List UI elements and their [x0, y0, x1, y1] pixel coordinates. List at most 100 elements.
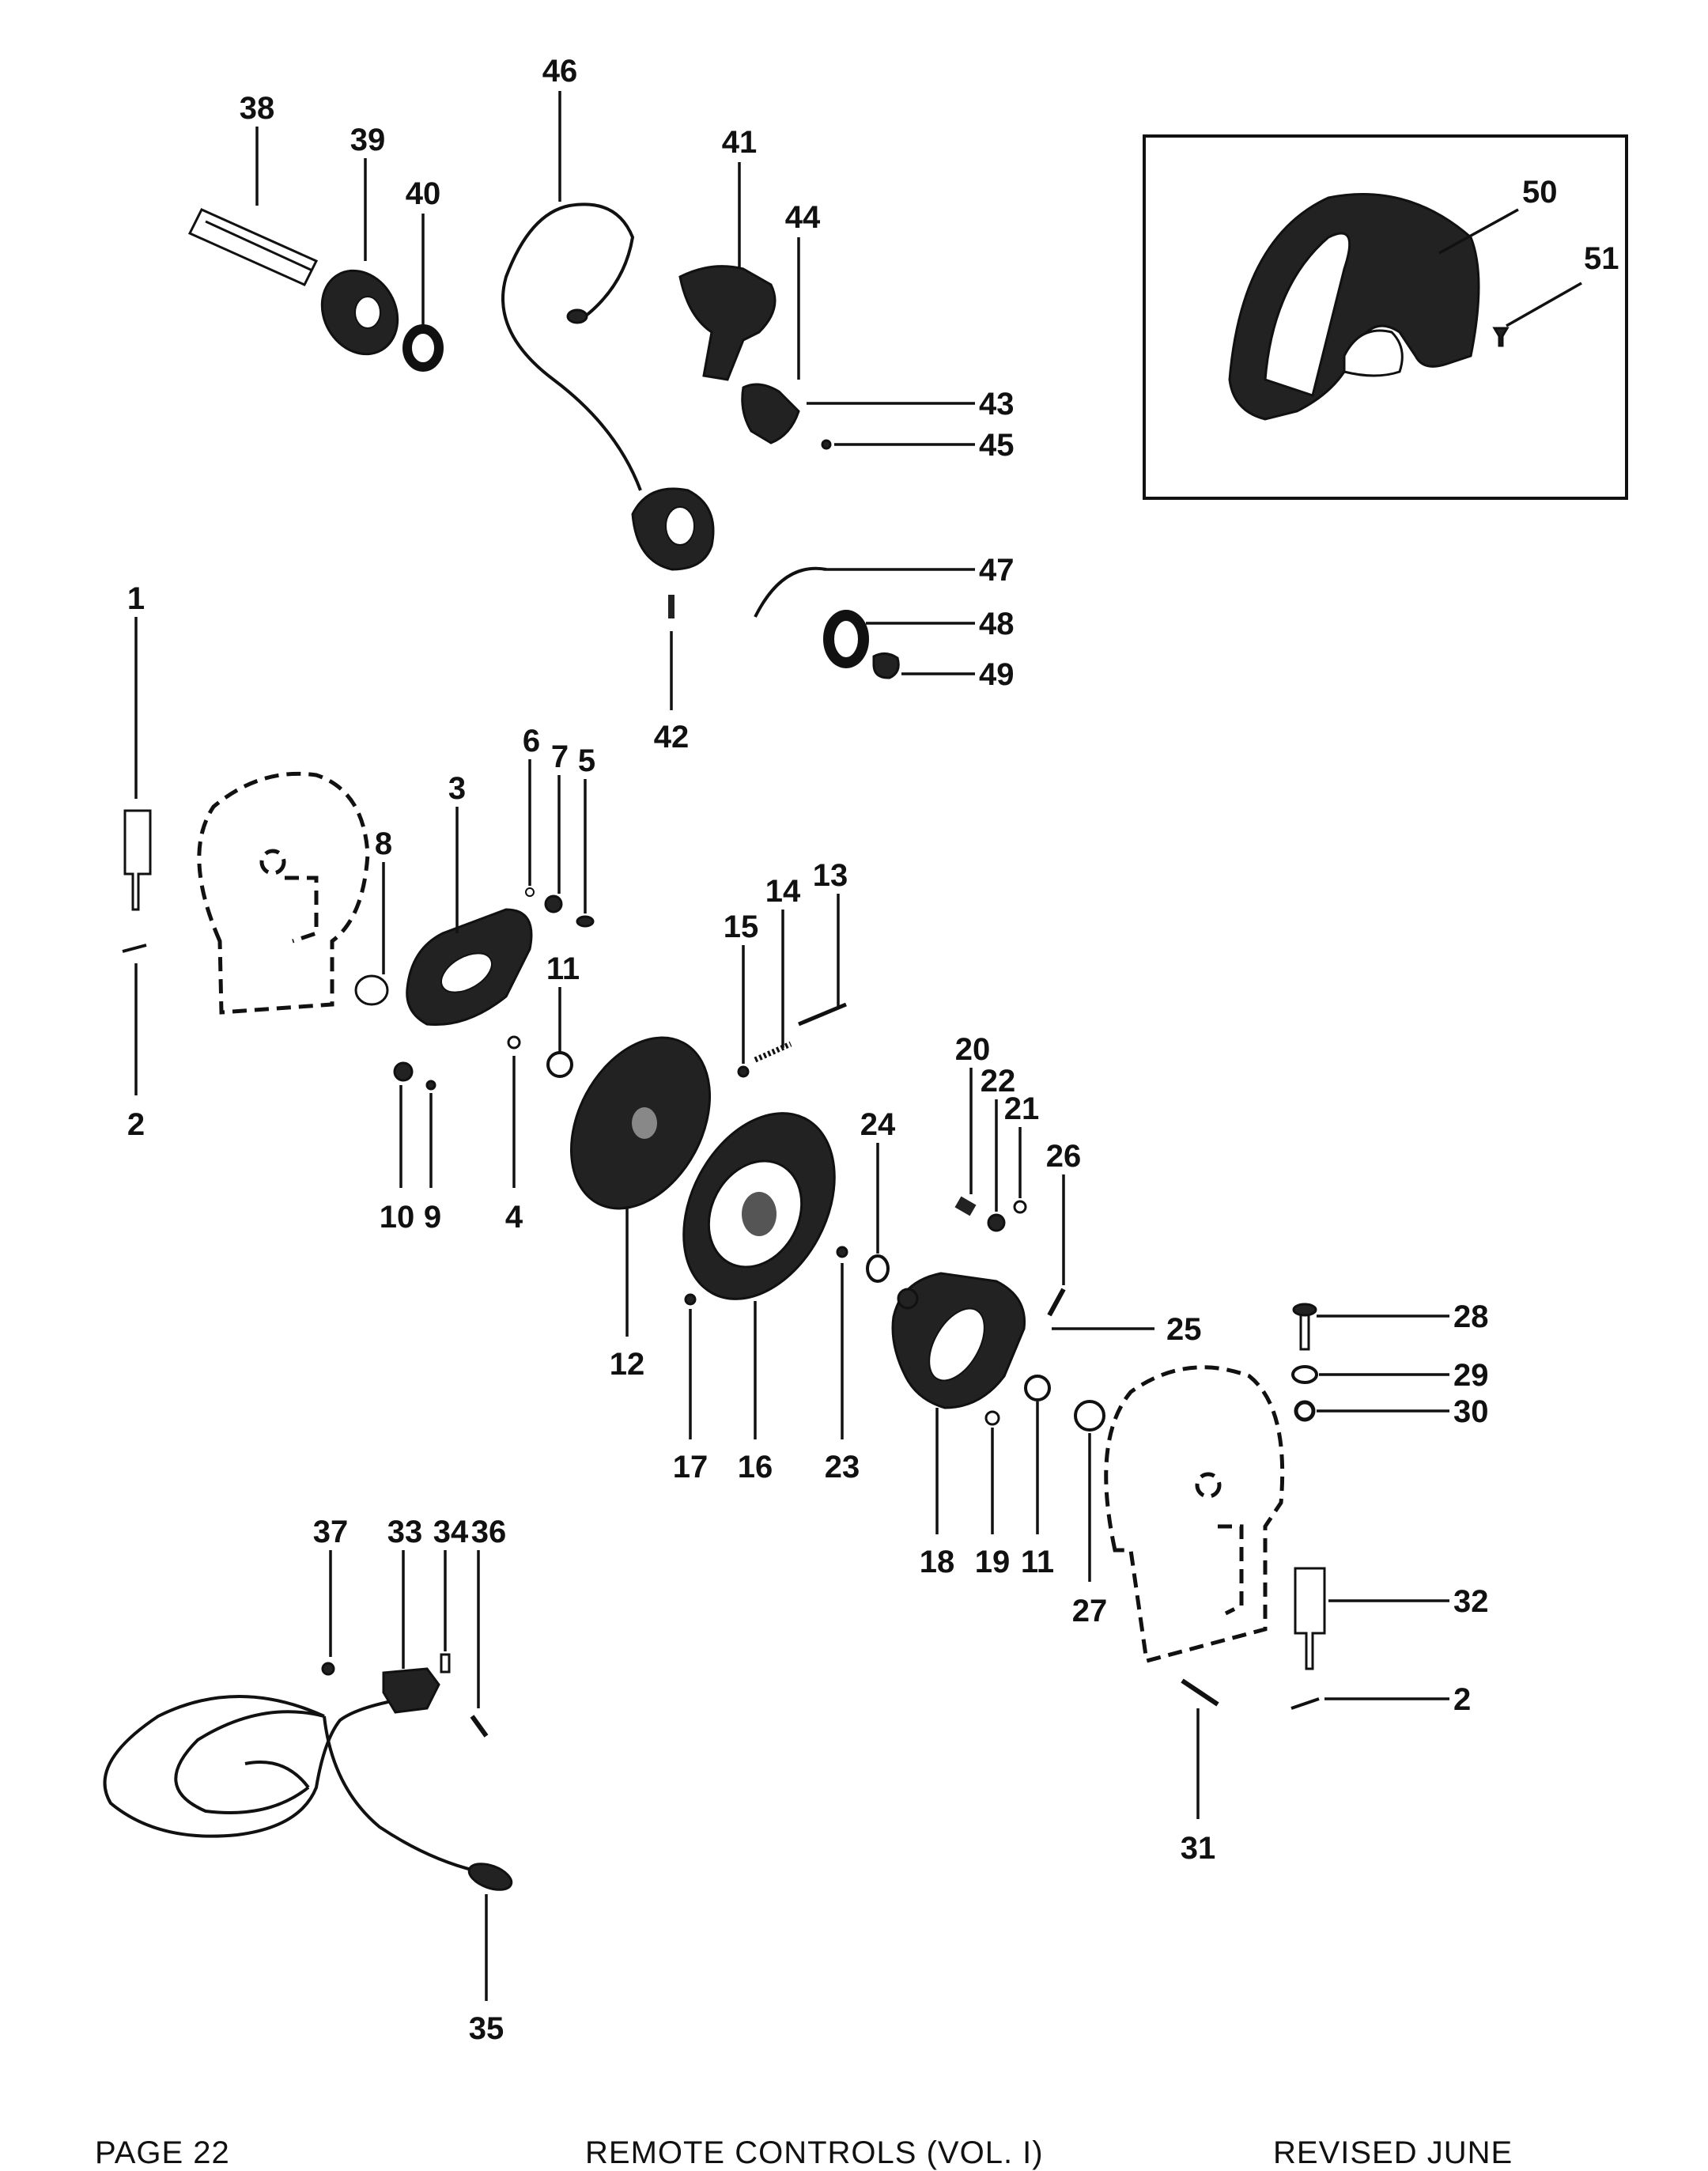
callout-18: 18: [920, 1545, 955, 1579]
part-24-clip: [866, 1254, 890, 1283]
part-41-handle: [678, 265, 777, 381]
part-32-bracket: [1294, 1567, 1326, 1670]
callout-41: 41: [722, 125, 758, 160]
part-20-plug: [954, 1196, 977, 1216]
callout-22: 22: [981, 1064, 1016, 1099]
part-49-knob: [872, 652, 900, 679]
callout-1: 1: [127, 581, 145, 616]
part-42-setscrew: [668, 595, 675, 618]
part-11-nut-b: [1024, 1375, 1051, 1401]
part-6-ball: [525, 887, 535, 897]
callout-50: 50: [1522, 175, 1558, 210]
callout-14: 14: [765, 874, 801, 909]
part-9-screw: [425, 1080, 436, 1091]
part-13-rod: [798, 1002, 847, 1027]
footer-revision: REVISED JUNE: [1273, 2135, 1513, 2170]
footer-page-number: PAGE 22: [95, 2135, 230, 2170]
part-7-nut: [544, 894, 563, 913]
callout-20: 20: [955, 1032, 991, 1067]
callout-32: 32: [1453, 1584, 1489, 1619]
callout-29: 29: [1453, 1358, 1489, 1393]
callout-31: 31: [1181, 1831, 1216, 1866]
callout-2: 2: [127, 1107, 145, 1142]
part-44-switch: [741, 383, 800, 444]
callout-45: 45: [979, 428, 1015, 463]
part-30-nut: [1294, 1400, 1316, 1422]
callout-27: 27: [1072, 1594, 1108, 1628]
part-2-pin: [122, 944, 147, 953]
part-47-clip: [754, 566, 827, 618]
part-38-shaft: [187, 208, 319, 286]
callout-34: 34: [433, 1515, 469, 1549]
callout-25: 25: [1166, 1312, 1202, 1347]
callout-5: 5: [578, 743, 595, 778]
part-26-pin: [1047, 1288, 1066, 1317]
callout-6: 6: [523, 724, 540, 758]
part-2-pin-b: [1290, 1697, 1320, 1710]
part-11-nut-a: [546, 1051, 573, 1078]
callout-17: 17: [673, 1450, 709, 1485]
part-4-ball: [507, 1035, 521, 1050]
callout-2b: 2: [1453, 1682, 1471, 1717]
part-45-screw: [821, 439, 832, 450]
callout-24: 24: [860, 1107, 896, 1142]
part-51-screw: [1492, 327, 1510, 347]
part-37-ball: [321, 1662, 335, 1676]
callout-49: 49: [979, 657, 1015, 692]
callout-26: 26: [1046, 1139, 1082, 1174]
callout-28: 28: [1453, 1299, 1489, 1334]
callout-12: 12: [610, 1347, 645, 1382]
callout-30: 30: [1453, 1394, 1489, 1429]
callout-16: 16: [738, 1450, 773, 1485]
part-10-nut: [393, 1061, 414, 1082]
part-22-nut: [987, 1213, 1006, 1232]
callout-43: 43: [979, 387, 1015, 422]
part-19-ring: [984, 1410, 1000, 1426]
callout-8: 8: [375, 826, 392, 861]
callout-9: 9: [424, 1200, 441, 1235]
part-1-bracket: [123, 809, 152, 911]
callout-35: 35: [469, 2011, 504, 2046]
callout-37: 37: [313, 1515, 349, 1549]
callout-23: 23: [825, 1450, 860, 1485]
part-40-washer: [402, 324, 444, 372]
part-23-pin: [836, 1246, 848, 1258]
callout-33: 33: [387, 1515, 423, 1549]
callout-42: 42: [654, 720, 690, 755]
callout-39: 39: [350, 123, 386, 157]
part-27-washer: [1074, 1400, 1105, 1432]
part-17-ball: [684, 1293, 697, 1306]
callout-11a: 11: [546, 951, 580, 986]
callout-11b: 11: [1021, 1545, 1054, 1579]
part-35-connector: [467, 1863, 513, 1891]
callout-51: 51: [1584, 241, 1619, 276]
callout-48: 48: [979, 607, 1015, 641]
inset-box: [1143, 134, 1628, 500]
callout-4: 4: [505, 1200, 523, 1235]
part-8-washer: [354, 974, 389, 1006]
part-36-screw: [470, 1715, 489, 1738]
right-cover-outline: [1104, 1365, 1285, 1664]
callout-19: 19: [975, 1545, 1011, 1579]
callout-21: 21: [1004, 1091, 1040, 1126]
callout-3: 3: [448, 771, 466, 806]
part-5-spring: [576, 915, 595, 928]
callout-44: 44: [785, 200, 821, 235]
part-50-cover: [1228, 193, 1480, 421]
part-21-ball: [1013, 1200, 1027, 1214]
callout-10: 10: [380, 1200, 415, 1235]
part-35-cable-harness: [103, 1695, 475, 1872]
part-34-clip: [440, 1653, 451, 1674]
callout-15: 15: [724, 910, 759, 944]
part-48-bearing: [823, 610, 869, 668]
callout-46: 46: [542, 54, 578, 89]
callout-36: 36: [471, 1515, 507, 1549]
callout-47: 47: [979, 553, 1015, 588]
part-29-washer: [1291, 1365, 1318, 1384]
part-31-screw: [1181, 1678, 1219, 1707]
part-46-harness: [501, 202, 642, 491]
callout-7: 7: [551, 739, 569, 774]
part-14-spring: [754, 1041, 792, 1063]
callout-13: 13: [813, 858, 848, 893]
